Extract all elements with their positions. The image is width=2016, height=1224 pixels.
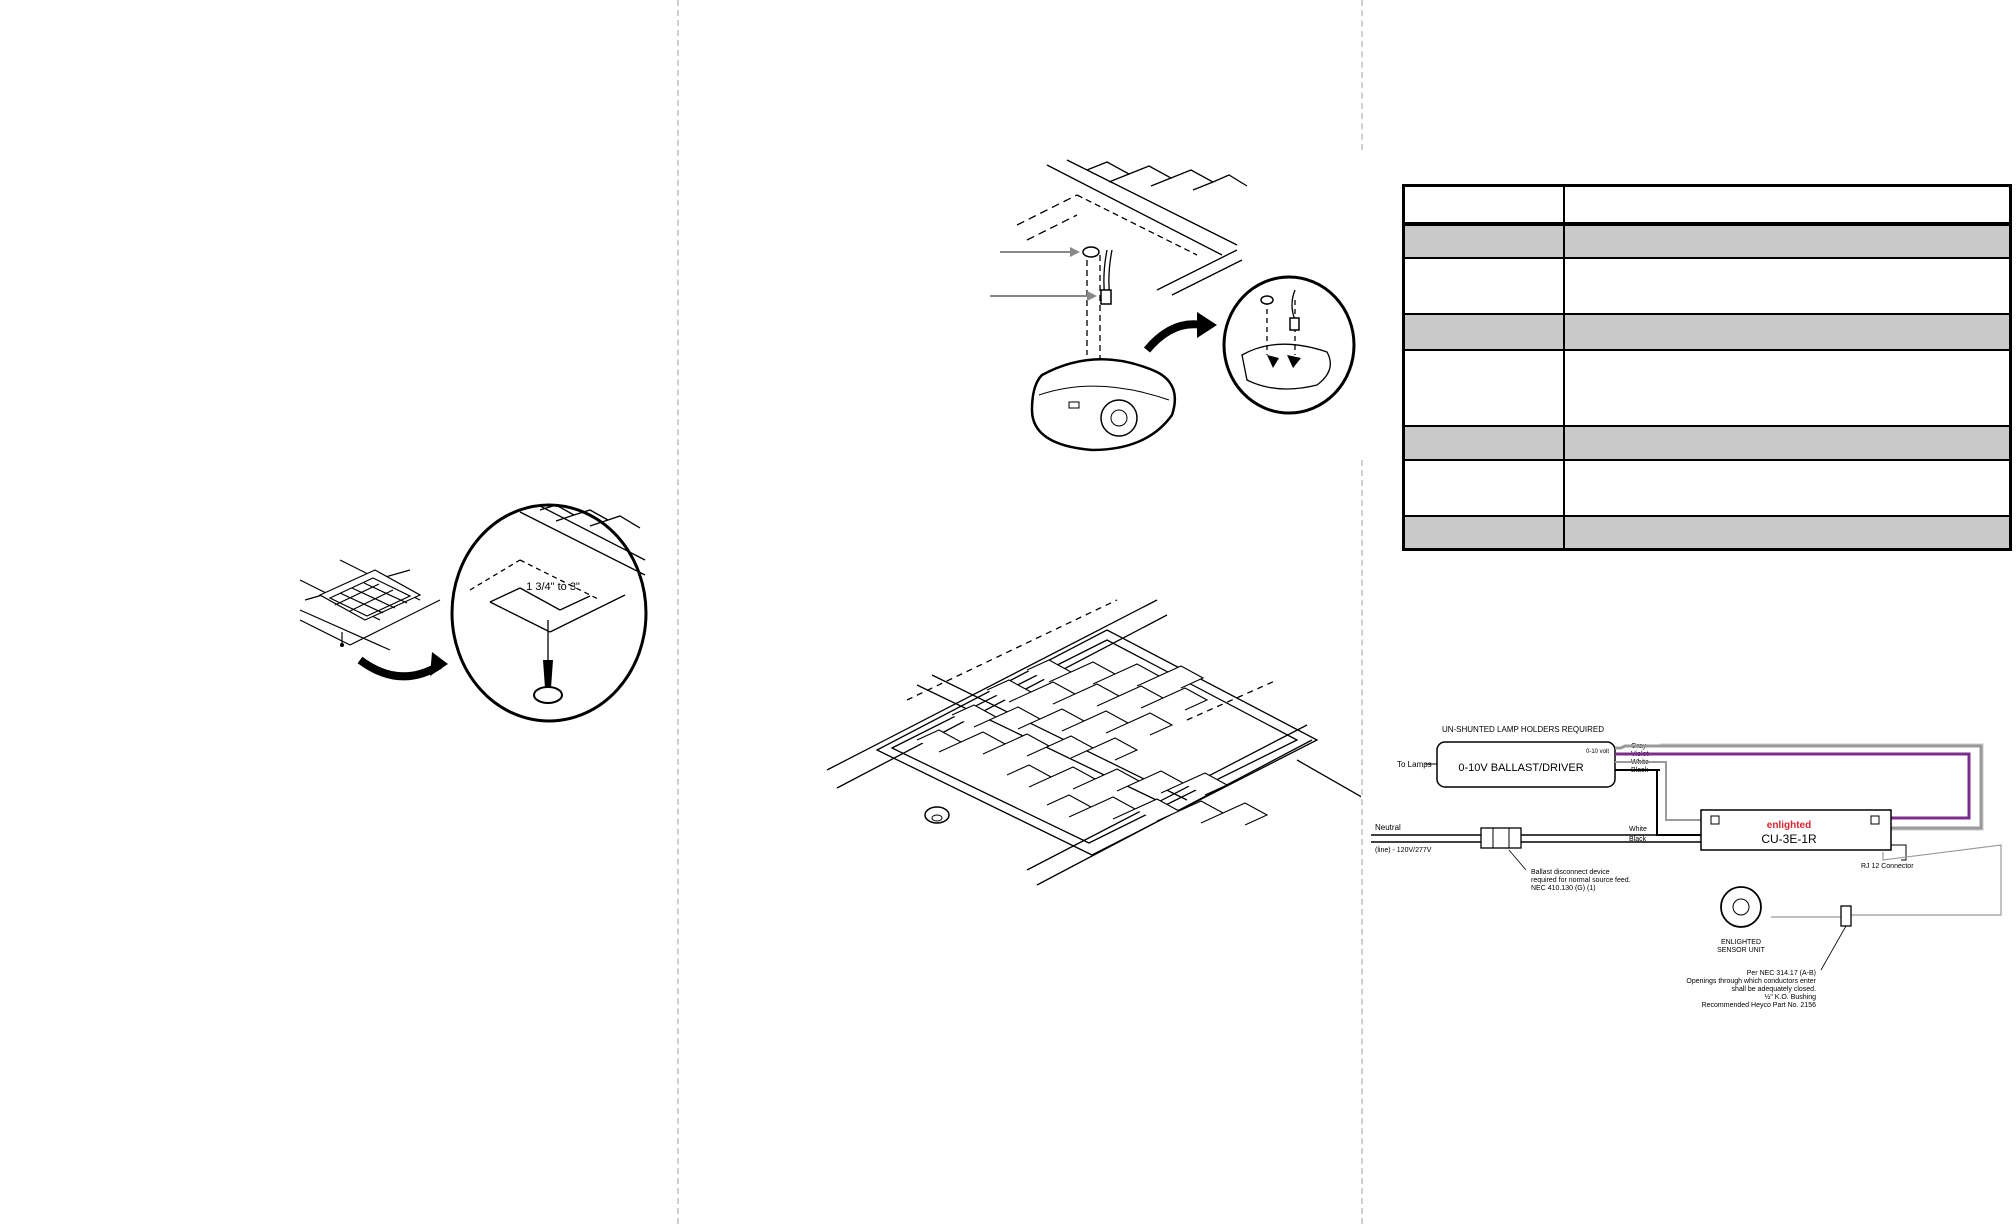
wire-white: [1615, 761, 1701, 821]
figure-troffer: [826, 599, 1361, 886]
figure-sensor-mount: [826, 159, 1361, 886]
table-cell: [1402, 222, 1565, 259]
table-row: [1402, 458, 2012, 517]
panel-left: 1 3/4" to 3": [0, 0, 677, 1224]
panel-divider-2: [1361, 0, 1363, 150]
table-cell: [1563, 256, 2012, 315]
table-row: [1402, 184, 2012, 225]
table-cell: [1563, 458, 2012, 517]
magnify-circle: [450, 503, 648, 723]
table-row: [1402, 348, 2012, 427]
nec-note-l3: shall be adequately closed.: [1732, 986, 1817, 993]
nec-note-l1: Per NEC 314.17 (A-B): [1747, 970, 1816, 977]
line-label: (line) - 120V/277V: [1375, 847, 1432, 854]
table-cell: [1563, 222, 2012, 259]
dim-note: 0-10 volt: [1586, 749, 1609, 755]
table-row: [1402, 424, 2012, 461]
sensor-label-l2: SENSOR UNIT: [1717, 947, 1766, 954]
wire-black: [1615, 769, 1701, 836]
table-cell: [1563, 184, 2012, 225]
table-cell: [1402, 424, 1565, 461]
spec-table: [1402, 184, 2012, 551]
neutral-label: Neutral: [1375, 823, 1401, 832]
rj12-label: RJ 12 Connector: [1861, 863, 1914, 870]
panel-middle: [677, 0, 1361, 1224]
brand-logo: enlighted: [1767, 820, 1811, 831]
figure-sensor-offset: 1 3/4" to 3": [299, 503, 648, 723]
ballast-label: 0-10V BALLAST/DRIVER: [1458, 762, 1583, 774]
offset-dimension-label: 1 3/4" to 3": [526, 581, 580, 593]
wire-violet: [1615, 752, 1971, 820]
black2-label: Black: [1629, 836, 1647, 843]
disconnect-note-l2: required for normal source feed.: [1531, 877, 1631, 884]
table-row: [1402, 312, 2012, 351]
panel-divider-2b: [1361, 460, 1363, 1224]
control-unit-label: CU-3E-1R: [1761, 832, 1817, 846]
table-cell: [1563, 514, 2012, 551]
nec-note-l4: ½" K.O. Bushing: [1764, 993, 1816, 1001]
disconnect-connector: [1480, 827, 1522, 849]
rj12-connector: [1840, 905, 1852, 927]
sensor-housing: [1030, 358, 1177, 452]
small-ceiling-grid: [299, 559, 441, 651]
nec-note-l5: Recommended Heyco Part No. 2156: [1702, 1002, 1816, 1009]
table-row: [1402, 256, 2012, 315]
table-cell: [1402, 184, 1565, 225]
table-cell: [1402, 348, 1565, 427]
wire-gray: [1615, 744, 1983, 830]
table-cell: [1402, 312, 1565, 351]
table-cell: [1563, 348, 2012, 427]
curve-arrow-icon: [1143, 320, 1203, 353]
curve-arrow-icon: [357, 656, 443, 681]
disconnect-note-l1: Ballast disconnect device: [1531, 869, 1610, 876]
nec-note-l2: Openings through which conductors enter: [1686, 978, 1816, 985]
table-cell: [1402, 514, 1565, 551]
control-unit-box: [1700, 809, 1892, 851]
panel-divider-1: [677, 0, 679, 1224]
troffer-louvers: [916, 659, 1269, 826]
disconnect-note-l3: NEC 410.130 (G) (1): [1531, 885, 1596, 892]
white2-label: White: [1629, 826, 1647, 833]
table-row: [1402, 222, 2012, 259]
wiring-diagram: UN-SHUNTED LAMP HOLDERS REQUIRED 0-10V B…: [1371, 725, 2002, 1009]
table-cell: [1563, 424, 2012, 461]
sensor-unit-icon: [1720, 886, 1762, 928]
sensor-cable: [1851, 844, 2002, 916]
table-cell: [1402, 458, 1565, 517]
to-lamps-label: To Lamps: [1397, 760, 1432, 769]
table-row: [1402, 514, 2012, 551]
table-cell: [1563, 312, 2012, 351]
magnify-circle: [1222, 275, 1356, 415]
unshunted-note: UN-SHUNTED LAMP HOLDERS REQUIRED: [1442, 725, 1604, 734]
sensor-label-l1: ENLIGHTED: [1721, 939, 1761, 946]
table-cell: [1402, 256, 1565, 315]
